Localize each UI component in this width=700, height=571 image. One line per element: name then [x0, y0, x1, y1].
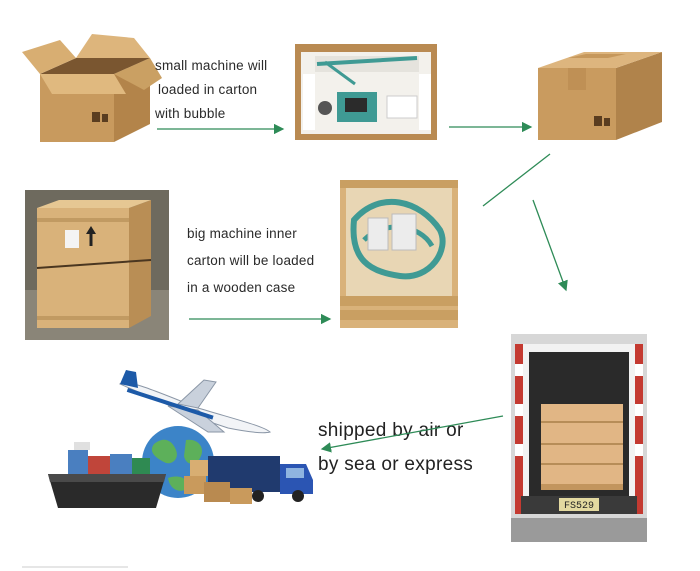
- arrow-truck-to-logistics: [320, 415, 504, 453]
- arrow-to-truck: [532, 199, 568, 292]
- big-machine-caption-line: big machine inner: [187, 226, 297, 241]
- open-carton-image: [22, 34, 162, 142]
- big-machine-caption-line: in a wooden case: [187, 280, 296, 295]
- arrow-back-to-wooden-case: [482, 153, 551, 207]
- airplane-icon: [118, 370, 272, 434]
- shipping-caption-line: shipped by air or: [318, 420, 464, 441]
- truck-plate: FS529: [564, 501, 594, 512]
- closed-carton-image: [538, 52, 662, 140]
- loaded-truck-image: FS529: [511, 334, 647, 542]
- cargo-boxes: [184, 460, 252, 504]
- logistics-image: [48, 370, 313, 508]
- small-machine-caption-line: small machine will: [155, 58, 268, 73]
- shipping-caption: shipped by air or by sea or express: [318, 414, 473, 482]
- small-machine-caption-line: with bubble: [155, 106, 226, 121]
- small-machine-caption: small machine will loaded in carton with…: [155, 54, 267, 126]
- machine-in-carton-image: [295, 44, 437, 140]
- big-machine-caption-line: carton will be loaded: [187, 253, 315, 268]
- shipping-caption-line: by sea or express: [318, 454, 474, 475]
- small-machine-caption-line: loaded in carton: [158, 82, 258, 97]
- open-wooden-case-image: [340, 180, 458, 328]
- big-machine-caption: big machine inner carton will be loaded …: [187, 220, 314, 301]
- container-ship-icon: [48, 442, 166, 508]
- wooden-case-image: [25, 190, 169, 340]
